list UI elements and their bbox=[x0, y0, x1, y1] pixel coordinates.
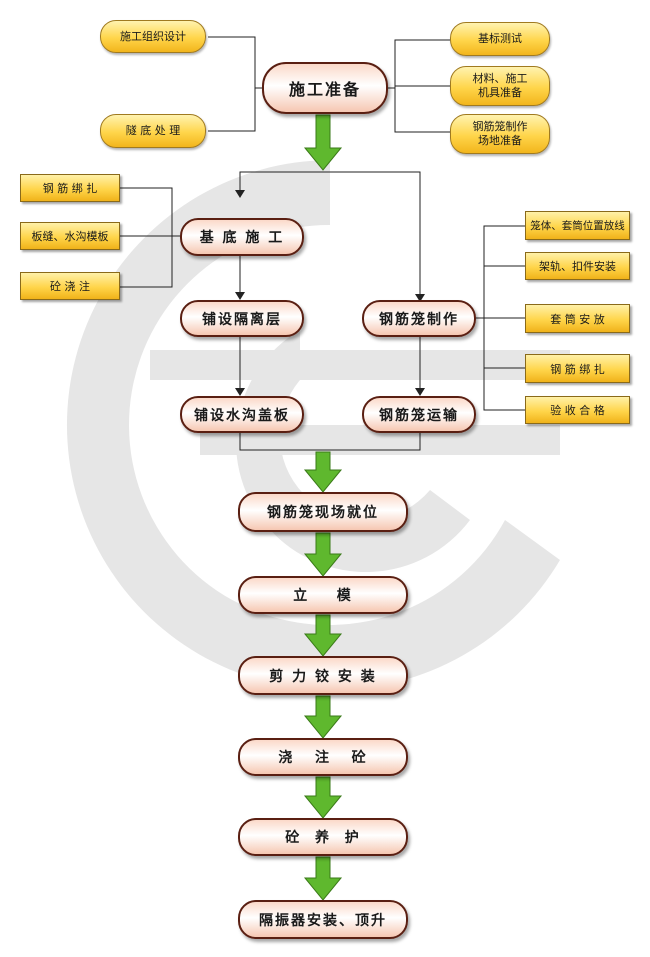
base-input-joint-formwork: 板缝、水沟模板 bbox=[20, 222, 120, 250]
step-isolator-install: 隔振器安装、顶升 bbox=[238, 900, 408, 939]
step-concrete-cure: 砼 养 护 bbox=[238, 818, 408, 856]
flow-arrow-3 bbox=[303, 614, 343, 657]
step-isolation-layer: 铺设隔离层 bbox=[180, 300, 304, 337]
step-concrete-pour: 浇 注 砼 bbox=[238, 738, 408, 776]
step-construction-prep: 施工准备 bbox=[262, 62, 388, 114]
flow-arrow-2 bbox=[303, 532, 343, 577]
flow-arrow-4 bbox=[303, 695, 343, 739]
base-input-concrete-pour: 砼 浇 注 bbox=[20, 272, 120, 300]
step-cage-transport: 钢筋笼运输 bbox=[362, 396, 476, 433]
prep-input-benchmark-test: 基标测试 bbox=[450, 22, 550, 56]
flow-arrow-1 bbox=[303, 451, 343, 493]
flow-arrow-6 bbox=[303, 856, 343, 901]
step-formwork: 立 模 bbox=[238, 576, 408, 614]
flow-arrow-5 bbox=[303, 776, 343, 819]
cage-input-rail-fastener: 架轨、扣件安装 bbox=[525, 252, 630, 280]
prep-input-tunnel-base: 隧 底 处 理 bbox=[100, 114, 206, 148]
cage-input-sleeve-place: 套 筒 安 放 bbox=[525, 304, 630, 333]
step-cage-fabrication: 钢筋笼制作 bbox=[362, 300, 476, 337]
step-ditch-cover: 铺设水沟盖板 bbox=[180, 396, 304, 433]
step-shear-hinge: 剪 力 铰 安 装 bbox=[238, 656, 408, 695]
flow-arrow-0 bbox=[303, 114, 343, 171]
prep-input-materials: 材料、施工 机具准备 bbox=[450, 66, 550, 106]
cage-input-rebar-tie: 钢 筋 绑 扎 bbox=[525, 354, 630, 383]
prep-input-cage-site: 钢筋笼制作 场地准备 bbox=[450, 114, 550, 154]
step-cage-positioning: 钢筋笼现场就位 bbox=[238, 492, 408, 532]
cage-input-layout: 笼体、套筒位置放线 bbox=[525, 211, 630, 240]
step-base-construction: 基 底 施 工 bbox=[180, 218, 304, 256]
base-input-rebar-tie: 钢 筋 绑 扎 bbox=[20, 174, 120, 202]
cage-input-acceptance: 验 收 合 格 bbox=[525, 396, 630, 424]
prep-input-construction-design: 施工组织设计 bbox=[100, 20, 206, 53]
